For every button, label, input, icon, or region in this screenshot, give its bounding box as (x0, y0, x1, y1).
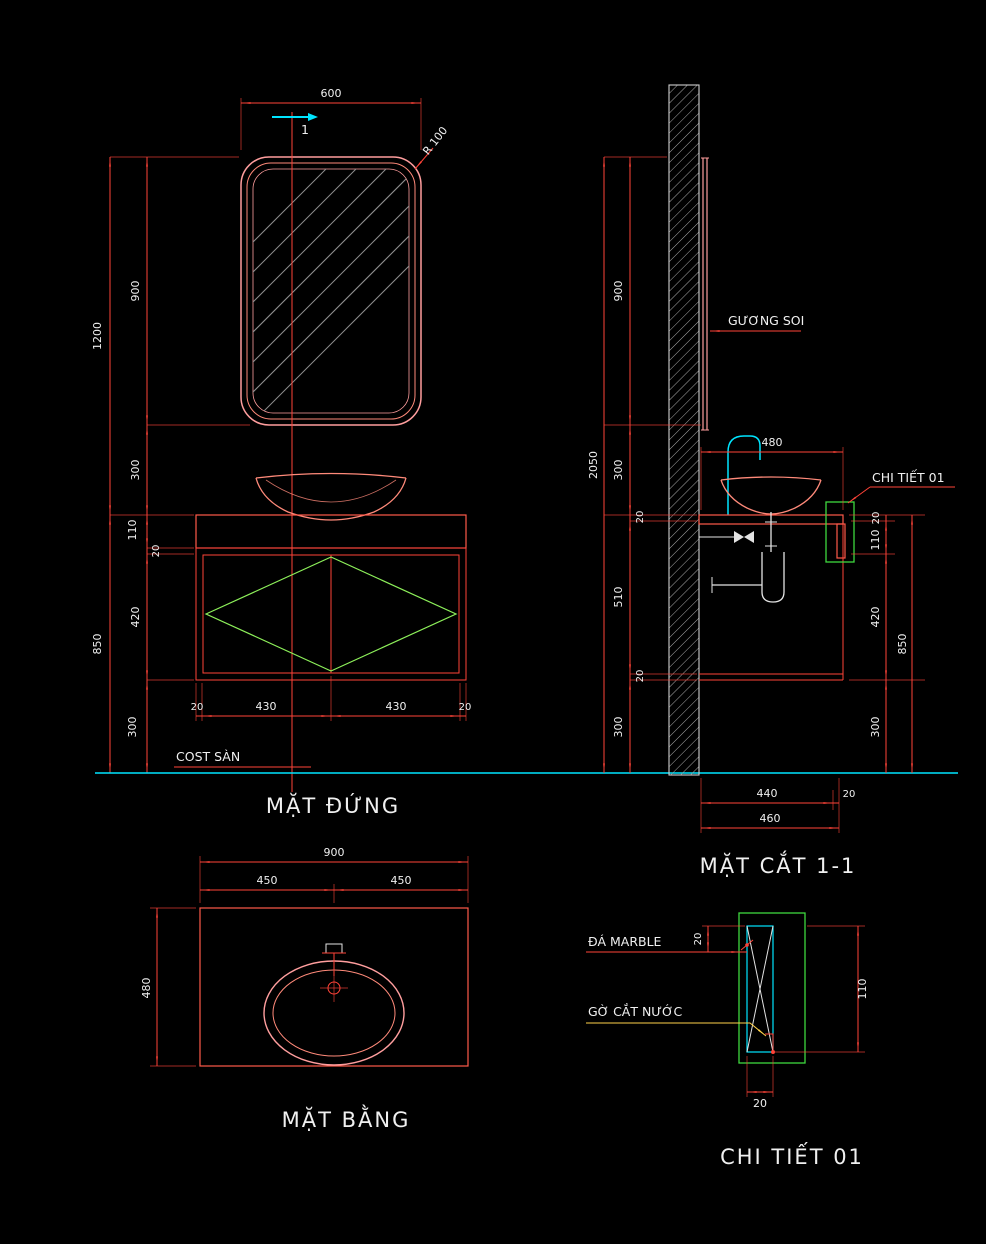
radius-callout: R 100 (414, 124, 450, 170)
plumbing (699, 512, 785, 603)
dim-600: 600 (240, 87, 422, 150)
dim-440: 440 (757, 787, 778, 800)
dim-480: 480 (700, 436, 844, 510)
section-cut-line: 1 (272, 112, 318, 792)
dim-300-sec-b: 300 (612, 717, 625, 738)
dimensions-detail-bottom: 20 (746, 1056, 774, 1110)
section-mark-1: 1 (301, 122, 309, 137)
section-view: GƯƠNG SOI (587, 84, 955, 878)
dim-900-left: 900 (129, 281, 142, 302)
vessel-sink-section (720, 476, 822, 515)
dim-detail-20-thickness: 20 (693, 933, 704, 946)
dim-20-sec-a: 20 (635, 511, 646, 524)
dimensions-detail-right: 110 (775, 925, 869, 1053)
dim-top-width: 600 (321, 87, 342, 100)
dim-850-right: 850 (896, 634, 909, 655)
faucet-section (722, 435, 761, 515)
detail-title: CHI TIẾT 01 (720, 1142, 864, 1169)
drip-label: GỜ CẮT NƯỚC (588, 1003, 682, 1019)
dimensions-section-right: 20 110 420 300 850 (849, 512, 925, 773)
vessel-sink-front (255, 472, 407, 521)
dimensions-plan-top: 900 450 450 (199, 846, 469, 903)
detail-body (738, 912, 806, 1064)
drip-edge-callout: GỜ CẮT NƯỚC (586, 1003, 767, 1037)
dimensions-front-bottom: 20 430 430 20 (191, 676, 472, 721)
plan-title: MẶT BẰNG (282, 1104, 411, 1132)
dim-110-left: 110 (126, 520, 139, 541)
dim-300-right: 300 (869, 717, 882, 738)
mirror-section (701, 157, 709, 431)
dim-plan-450a: 450 (257, 874, 278, 887)
detail-view: ĐÁ MARBLE 20 GỜ CẮT NƯỚC 110 20 CHI TIẾT… (586, 912, 869, 1169)
cabinet-section (699, 524, 844, 681)
dim-20-left: 20 (151, 545, 162, 558)
dim-plan-depth: 480 (140, 907, 196, 1067)
counter-plan (199, 907, 469, 1067)
detail-callout: CHI TIẾT 01 (825, 469, 955, 563)
dim-plan-900: 900 (324, 846, 345, 859)
dimensions-section-left: 2050 900 300 20 510 20 300 (587, 156, 701, 773)
dim-850-left: 850 (91, 634, 104, 655)
dim-510-sec: 510 (612, 587, 625, 608)
dimensions-front-left: 1200 850 900 300 110 20 420 300 (91, 156, 250, 773)
marble-label: ĐÁ MARBLE (588, 934, 662, 949)
dim-300-left-a: 300 (129, 460, 142, 481)
detail-callout-label: CHI TIẾT 01 (872, 469, 945, 485)
dim-plan-450b: 450 (391, 874, 412, 887)
dim-20-bottom: 20 (843, 789, 856, 800)
dim-bottom-20a: 20 (191, 702, 204, 713)
dimensions-section-bottom: 440 20 460 (700, 778, 856, 833)
floor-line: COST SÀN (95, 749, 958, 774)
dim-300-left-b: 300 (126, 717, 139, 738)
front-elevation: 1 600 R 100 (91, 87, 958, 818)
plan-view: 900 450 450 480 MẶT BẰNG (140, 846, 469, 1132)
dim-420-left: 420 (129, 607, 142, 628)
mirror-label: GƯƠNG SOI (728, 313, 804, 328)
wall-section (668, 84, 700, 776)
mirror-callout: GƯƠNG SOI (710, 313, 804, 332)
dim-20-sec-b: 20 (635, 670, 646, 683)
dim-bottom-430b: 430 (386, 700, 407, 713)
dim-counter-depth: 480 (762, 436, 783, 449)
mirror-hatch (253, 169, 409, 413)
dim-detail-110: 110 (856, 979, 869, 1000)
dim-detail-20-width: 20 (753, 1097, 767, 1110)
sink-plan (263, 943, 405, 1066)
dim-bottom-20b: 20 (459, 702, 472, 713)
dim-20-right: 20 (871, 512, 882, 525)
dim-300-sec-a: 300 (612, 460, 625, 481)
dim-bottom-430a: 430 (256, 700, 277, 713)
dim-460: 460 (760, 812, 781, 825)
dim-1200: 1200 (91, 322, 104, 350)
mirror (240, 156, 422, 426)
dim-2050: 2050 (587, 451, 600, 479)
dim-420-right: 420 (869, 607, 882, 628)
dim-900-sec: 900 (612, 281, 625, 302)
section-title: MẶT CẮT 1-1 (700, 850, 857, 878)
dim-110-right: 110 (869, 530, 882, 551)
floor-label: COST SÀN (176, 749, 240, 764)
dim-plan-480: 480 (140, 978, 153, 999)
cabinet-front (195, 547, 467, 681)
radius-label: R 100 (420, 124, 450, 157)
front-title: MẶT ĐỨNG (266, 792, 400, 818)
marble-callout: ĐÁ MARBLE 20 (586, 925, 745, 953)
